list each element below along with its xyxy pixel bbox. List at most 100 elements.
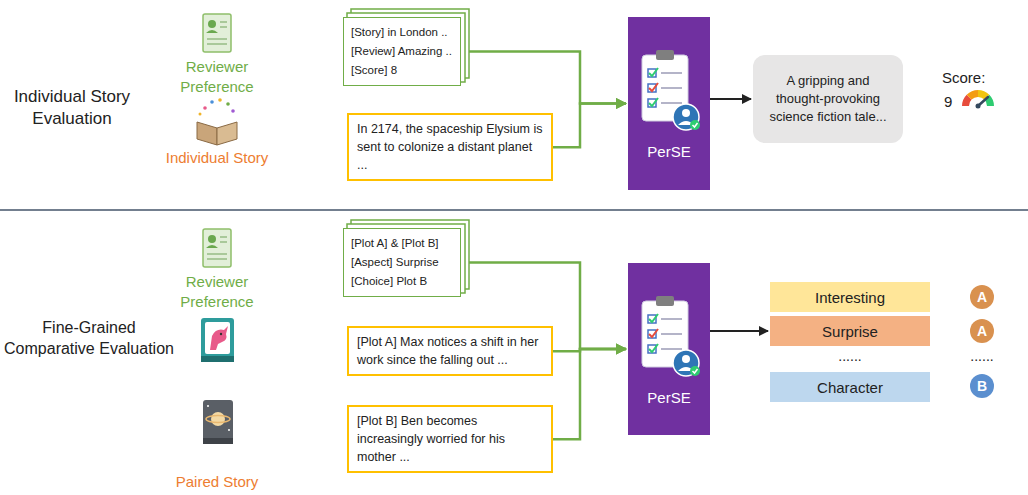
planet-book-icon xyxy=(211,412,225,426)
clipboard-icon xyxy=(636,47,702,133)
node-text: [Choice] Plot B xyxy=(351,272,453,291)
output-box: A gripping and thought-provoking science… xyxy=(753,55,903,143)
node-text: [Plot A] Max notices a shift in her work… xyxy=(357,333,543,369)
clipboard-icon xyxy=(690,366,700,376)
connector-arrow xyxy=(710,330,768,332)
clipboard-icon xyxy=(661,102,682,104)
perse-evaluator: PerSE xyxy=(628,17,710,190)
open-book-icon xyxy=(199,113,202,116)
ellipsis: ...... xyxy=(957,347,1007,365)
ellipsis: ...... xyxy=(810,347,890,365)
clipboard-icon xyxy=(649,344,658,352)
reviewer-icon xyxy=(203,229,231,267)
choice-badge: A xyxy=(970,285,994,309)
clipboard-icon xyxy=(656,296,674,306)
node-text: A xyxy=(977,289,987,305)
unicorn-book-icon xyxy=(210,326,228,350)
icon-caption: Individual Story xyxy=(150,148,284,168)
clipboard-icon xyxy=(690,120,700,130)
node-text: A xyxy=(977,323,987,339)
node-text: Character xyxy=(817,379,883,396)
clipboard-icon xyxy=(649,83,658,91)
planet-book-icon xyxy=(203,438,233,444)
node-text: [Plot B] Ben becomes increasingly worrie… xyxy=(357,412,543,466)
reviewer-icon xyxy=(206,245,218,248)
story-box: [Plot A] Max notices a shift in her work… xyxy=(347,326,553,376)
connector-arrow xyxy=(553,104,626,148)
node-text: [Score] 8 xyxy=(351,61,453,80)
aspect-box: Surprise xyxy=(770,316,930,346)
open-book-icon xyxy=(231,109,235,113)
reviewer-icon xyxy=(207,253,227,255)
clipboard-icon xyxy=(693,369,698,373)
reviewer-icon xyxy=(220,241,227,243)
clipboard-icon xyxy=(661,333,682,335)
planet-book-icon xyxy=(228,429,230,431)
clipboard-icon xyxy=(649,98,658,106)
score-label: Score: xyxy=(942,68,1012,88)
clipboard-icon xyxy=(693,123,698,127)
icon-caption: Paired Story xyxy=(150,472,284,492)
reviewer-icon xyxy=(208,235,216,243)
clipboard-icon xyxy=(673,350,699,376)
icon-caption: Reviewer Preference xyxy=(150,57,284,96)
connector-arrow xyxy=(469,52,626,104)
reviewer-icon xyxy=(203,14,231,52)
reviewer-icon xyxy=(207,43,227,45)
score-gauge xyxy=(962,90,994,109)
score-value: 9 xyxy=(944,92,960,112)
clipboard-icon xyxy=(649,329,658,337)
unicorn-book-icon xyxy=(205,322,230,354)
clipboard-icon xyxy=(661,348,682,350)
connector-arrow xyxy=(553,349,626,439)
node-text: [Plot A] & [Plot B] xyxy=(351,234,453,253)
clipboard-icon xyxy=(649,68,658,76)
node-text: [Aspect] Surprise xyxy=(351,253,453,272)
node-text: Interesting xyxy=(815,289,885,306)
planet-book-icon xyxy=(203,400,233,444)
clipboard-icon xyxy=(682,109,690,117)
reviewer-icon xyxy=(208,20,216,28)
reviewer-icon xyxy=(206,30,218,33)
clipboard-icon xyxy=(682,355,690,363)
icon-caption: Reviewer Preference xyxy=(150,272,284,311)
row-heading: Fine-Grained Comparative Evaluation xyxy=(0,318,178,360)
open-book-icon xyxy=(218,98,222,102)
clipboard-icon xyxy=(661,72,682,74)
clipboard-icon xyxy=(649,314,658,322)
reviewer-icon xyxy=(220,236,227,238)
aspect-box: Character xyxy=(770,372,930,402)
node-text: PerSE xyxy=(647,143,690,160)
node-text: In 2174, the spaceship Elysium is sent t… xyxy=(357,120,543,174)
open-book-icon xyxy=(200,120,234,125)
open-book-icon xyxy=(217,122,237,145)
review-document: [Plot A] & [Plot B][Aspect] Surprise[Cho… xyxy=(343,228,461,297)
planet-book-icon xyxy=(203,400,233,444)
choice-badge: B xyxy=(970,374,994,398)
open-book-icon xyxy=(226,102,230,106)
score-gauge xyxy=(967,90,978,100)
choice-badge: A xyxy=(970,319,994,343)
reviewer-icon xyxy=(220,26,227,28)
open-book-icon xyxy=(197,122,217,145)
node-text: [Story] in London .. xyxy=(351,23,453,42)
clipboard-icon xyxy=(661,318,682,320)
row-heading: Individual Story Evaluation xyxy=(2,86,142,130)
reviewer-icon xyxy=(203,14,231,52)
node-text: PerSE xyxy=(647,389,690,406)
unicorn-book-icon xyxy=(201,318,234,362)
node-text: [Review] Amazing .. xyxy=(351,42,453,61)
clipboard-icon xyxy=(661,87,682,89)
node-text: A gripping and thought-provoking science… xyxy=(763,72,893,127)
clipboard-icon xyxy=(673,104,699,130)
reviewer-icon xyxy=(207,258,227,260)
unicorn-book-icon xyxy=(201,318,234,362)
reviewer-icon xyxy=(220,21,227,23)
node-text: B xyxy=(977,378,987,394)
clipboard-icon xyxy=(656,50,674,60)
perse-evaluator: PerSE xyxy=(628,263,710,435)
reviewer-icon xyxy=(203,229,231,267)
story-box: In 2174, the spaceship Elysium is sent t… xyxy=(347,113,553,181)
node-text: Surprise xyxy=(822,323,878,340)
aspect-box: Interesting xyxy=(770,282,930,312)
